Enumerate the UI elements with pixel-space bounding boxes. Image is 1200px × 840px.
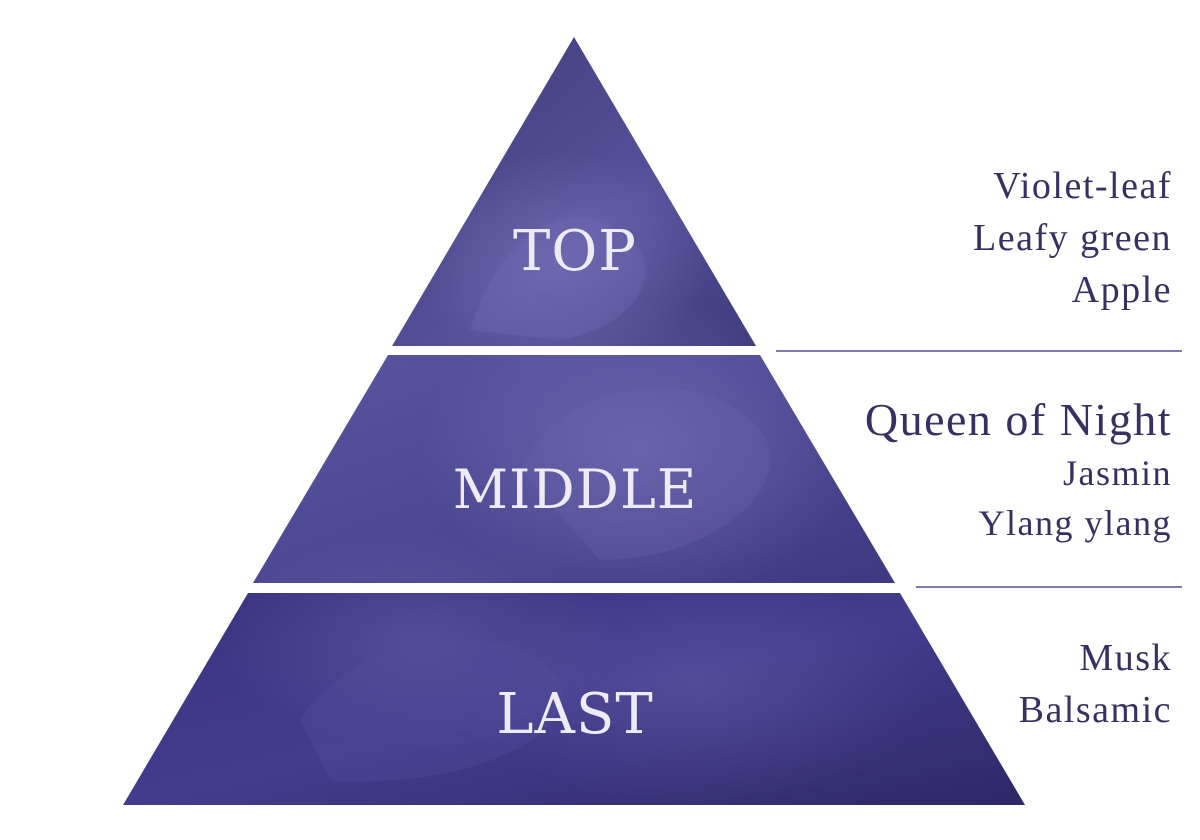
note-item: Queen of Night (864, 394, 1172, 445)
tier-middle-label: MIDDLE (453, 458, 698, 521)
note-item: Balsamic (1018, 689, 1172, 731)
middle-last-separator (916, 586, 1182, 588)
flower-petal-overlay (220, 150, 930, 805)
note-item: Musk (1079, 637, 1172, 679)
note-item: Apple (1071, 269, 1172, 311)
note-item: Leafy green (973, 217, 1172, 259)
middle-notes-list: Queen of Night Jasmin Ylang ylang (865, 392, 1172, 548)
last-notes-list: Musk Balsamic (1019, 632, 1172, 736)
note-item: Jasmin (1062, 453, 1172, 493)
tier-top-label: TOP (513, 219, 637, 284)
top-notes-list: Violet-leaf Leafy green Apple (973, 160, 1172, 316)
note-item: Ylang ylang (978, 503, 1172, 543)
note-item: Violet-leaf (993, 165, 1172, 207)
top-middle-separator (776, 350, 1182, 352)
tier-last-label: LAST (496, 682, 653, 747)
